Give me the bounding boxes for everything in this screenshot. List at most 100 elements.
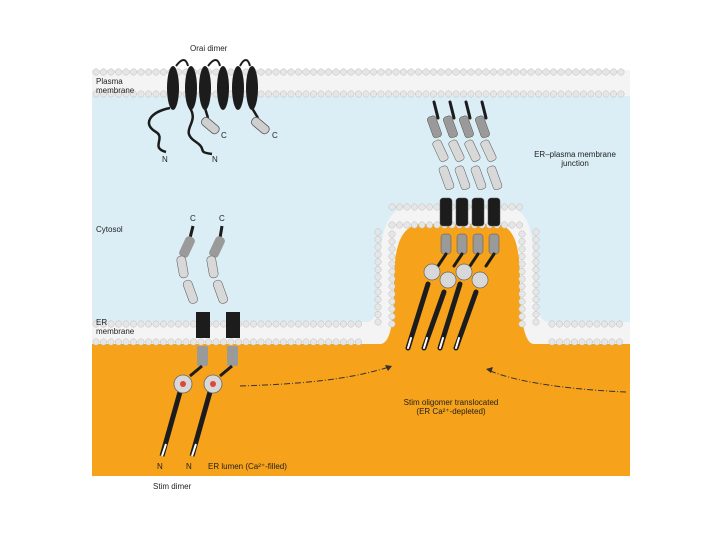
lipid-head: [100, 320, 107, 328]
lipid-head: [388, 290, 396, 298]
lipid-head: [235, 338, 242, 346]
lipid-head: [482, 68, 490, 76]
lipid-head: [556, 338, 563, 346]
orai-n-tail-right: [187, 107, 213, 156]
lipid-head: [122, 68, 130, 76]
lipid-head: [257, 338, 265, 346]
lipid-head: [565, 90, 572, 98]
stim-transmembrane-domain: [455, 197, 469, 227]
plasma-membrane-label: Plasma membrane: [96, 77, 134, 95]
lipid-head: [374, 318, 382, 326]
lipid-head: [280, 320, 287, 328]
lipid-head: [388, 268, 396, 275]
lipid-head: [610, 90, 617, 98]
lipid-head: [550, 68, 557, 76]
er-membrane: [92, 320, 630, 346]
lipid-head: [586, 338, 593, 346]
lipid-head: [347, 338, 355, 346]
lipid-head: [617, 90, 625, 98]
lipid-head: [92, 338, 100, 346]
lipid-head: [115, 90, 122, 98]
lipid-head: [518, 290, 526, 298]
lipid-head: [415, 90, 422, 98]
stim-nterm-tip: [423, 337, 428, 349]
lipid-head: [362, 68, 370, 76]
stim-ef-hand-empty: [455, 263, 473, 281]
lipid-head: [518, 245, 526, 253]
lipid-head: [295, 338, 302, 346]
lipid-head: [145, 320, 152, 328]
lipid-head: [190, 338, 197, 346]
lipid-head: [265, 90, 272, 98]
lipid-head: [490, 90, 497, 98]
lipid-head: [418, 221, 426, 229]
lipid-head: [557, 90, 565, 98]
lipid-head: [107, 338, 115, 346]
stim-oligomer-label-line2: (ER Ca²⁺-depleted): [416, 407, 486, 416]
plasma-membrane-label-line1: Plasma: [96, 77, 123, 86]
lipid-head: [388, 298, 396, 305]
lipid-head: [445, 68, 452, 76]
lipid-head: [325, 320, 332, 328]
lipid-head: [437, 68, 445, 76]
lipid-head: [302, 320, 310, 328]
lipid-head: [130, 90, 137, 98]
lipid-head: [532, 288, 540, 296]
lipid-head: [403, 221, 411, 229]
lipid-head: [317, 90, 325, 98]
lipid-head: [400, 68, 407, 76]
stim-transmembrane-domain: [471, 197, 485, 227]
lipid-head: [137, 68, 145, 76]
lipid-head: [212, 320, 220, 328]
lipid-head: [332, 90, 340, 98]
lipid-head: [467, 68, 475, 76]
lipid-head: [542, 90, 550, 98]
stim-linker: [436, 252, 448, 268]
lipid-head: [532, 311, 540, 318]
stim-sam-domain: [456, 233, 468, 255]
lipid-head: [280, 68, 287, 76]
lipid-head: [532, 243, 540, 251]
stim-oligomer-monomer: [405, 100, 455, 351]
lipid-head: [593, 320, 601, 328]
lipid-head: [433, 221, 441, 229]
lipid-head: [272, 90, 280, 98]
lipid-head: [355, 68, 362, 76]
lipid-head: [257, 68, 265, 76]
orai-n-tail-left: [147, 106, 171, 154]
lipid-head: [595, 68, 602, 76]
lipid-head: [167, 338, 175, 346]
stim-cterm-tail: [432, 100, 440, 120]
lipid-head: [340, 68, 347, 76]
er-membrane-label-line1: ER: [96, 318, 108, 327]
lipid-head: [92, 68, 100, 76]
orai-c-terminus-right: C: [272, 131, 278, 140]
orai-n-terminus-left: N: [162, 155, 168, 164]
lipid-head: [460, 90, 467, 98]
lipid-head: [518, 298, 526, 305]
translocation-arrow-left: [239, 365, 393, 387]
lipid-head: [92, 320, 100, 328]
lipid-head: [355, 320, 362, 328]
lipid-head: [250, 338, 257, 346]
lipid-head: [100, 68, 107, 76]
lipid-head: [265, 320, 272, 328]
lipid-head: [388, 230, 396, 238]
lipid-head: [556, 320, 563, 328]
lipid-head: [167, 320, 175, 328]
lipid-head: [617, 68, 625, 76]
stim-coiled-coil-domain: [438, 165, 455, 191]
lipid-head: [182, 338, 190, 346]
lipid-head: [571, 338, 578, 346]
lipid-head: [257, 90, 265, 98]
lipid-head: [518, 275, 526, 283]
lipid-head: [137, 338, 145, 346]
lipid-head: [130, 338, 137, 346]
lipid-head: [518, 268, 526, 275]
lipid-head: [460, 68, 467, 76]
lipid-head: [557, 68, 565, 76]
stim-c-terminus-left: C: [190, 214, 196, 223]
lipid-head: [532, 251, 540, 258]
lipid-head: [152, 90, 160, 98]
lipid-head: [426, 221, 433, 229]
